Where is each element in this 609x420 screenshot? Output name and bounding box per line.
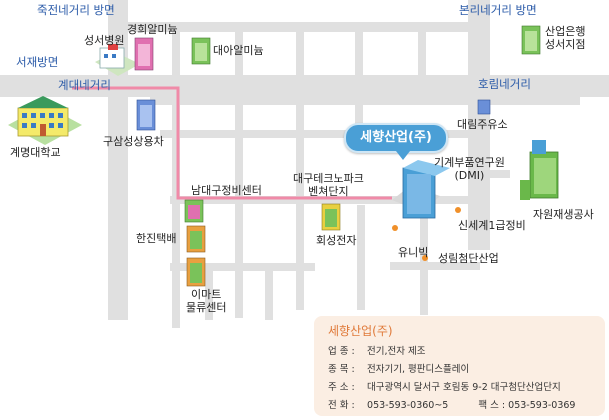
dir-jukjeon: 죽전네거리 방면 [37, 3, 115, 17]
label-gyeonghoe: 경희알미늄 [127, 23, 178, 36]
poi-dots [392, 207, 461, 261]
label-sanup-bank: 산업은행 성서지점 [545, 25, 586, 51]
info-key: 업 종 : [328, 346, 355, 357]
label-sinsegye: 신세계1급정비 [458, 219, 526, 232]
label-seongseo-hospital: 성서병원 [84, 34, 125, 47]
dir-seojae: 서재방면 [16, 55, 59, 69]
label-daea: 대아알미늄 [213, 44, 264, 57]
target-building [392, 160, 450, 219]
label-technopark: 대구테크노파크 벤쳐단지 [293, 172, 364, 198]
dir-horim: 호림네거리 [478, 77, 531, 91]
info-key: 종 목 : [328, 364, 355, 375]
label-hanjin: 한진택배 [136, 232, 177, 245]
recycle-building [520, 140, 559, 200]
label-hoeseong: 회성전자 [316, 234, 357, 247]
keimyung-building [8, 96, 82, 145]
info-row-industry: 업 종 : 전기,전자 제조 [328, 343, 426, 357]
label-unibig: 유니빅 [398, 246, 429, 259]
info-title: 세향산업(주) [328, 324, 393, 338]
label-emart: 이마트 물류센터 [186, 288, 227, 314]
route-line [72, 86, 392, 200]
label-gusam: 구삼성상용차 [103, 135, 164, 148]
label-recycle: 자원재생공사 [533, 208, 594, 221]
info-key: 주 소 : [328, 382, 355, 393]
info-value: 전기,전자 제조 [367, 346, 426, 357]
label-machinery: 기계부품연구원 (DMI) [434, 156, 505, 182]
label-daerim: 대림주유소 [457, 118, 508, 131]
info-value: 전자기기, 평판디스플레이 [367, 364, 470, 375]
label-namdae: 남대구정비센터 [191, 184, 262, 197]
info-fax: 053-593-0369 [508, 400, 576, 411]
dir-gyedae: 계대네거리 [58, 78, 111, 92]
company-callout: 세향산업(주) [344, 123, 448, 160]
info-row-phone: 전 화 : 053-593-0360~5 팩 스 : 053-593-0369 [328, 397, 575, 411]
info-key: 전 화 : [328, 400, 355, 411]
info-row-items: 종 목 : 전자기기, 평판디스플레이 [328, 361, 469, 375]
road-network [0, 0, 609, 328]
info-phone: 053-593-0360~5 [367, 400, 449, 411]
info-value: 대구광역시 달서구 호림동 9-2 대구첨단산업단지 [367, 382, 561, 393]
label-seongrim: 성림첨단산업 [438, 252, 499, 265]
info-row-address: 주 소 : 대구광역시 달서구 호림동 9-2 대구첨단산업단지 [328, 379, 561, 393]
dir-bonri: 본리네거리 방면 [459, 3, 537, 17]
company-info-box: 세향산업(주) 업 종 : 전기,전자 제조 종 목 : 전자기기, 평판디스플… [314, 316, 605, 416]
info-fax-label: 팩 스 : [478, 400, 506, 411]
hospital-building [95, 44, 140, 76]
small-buildings [134, 25, 541, 287]
label-keimyung: 계명대학교 [10, 146, 61, 159]
